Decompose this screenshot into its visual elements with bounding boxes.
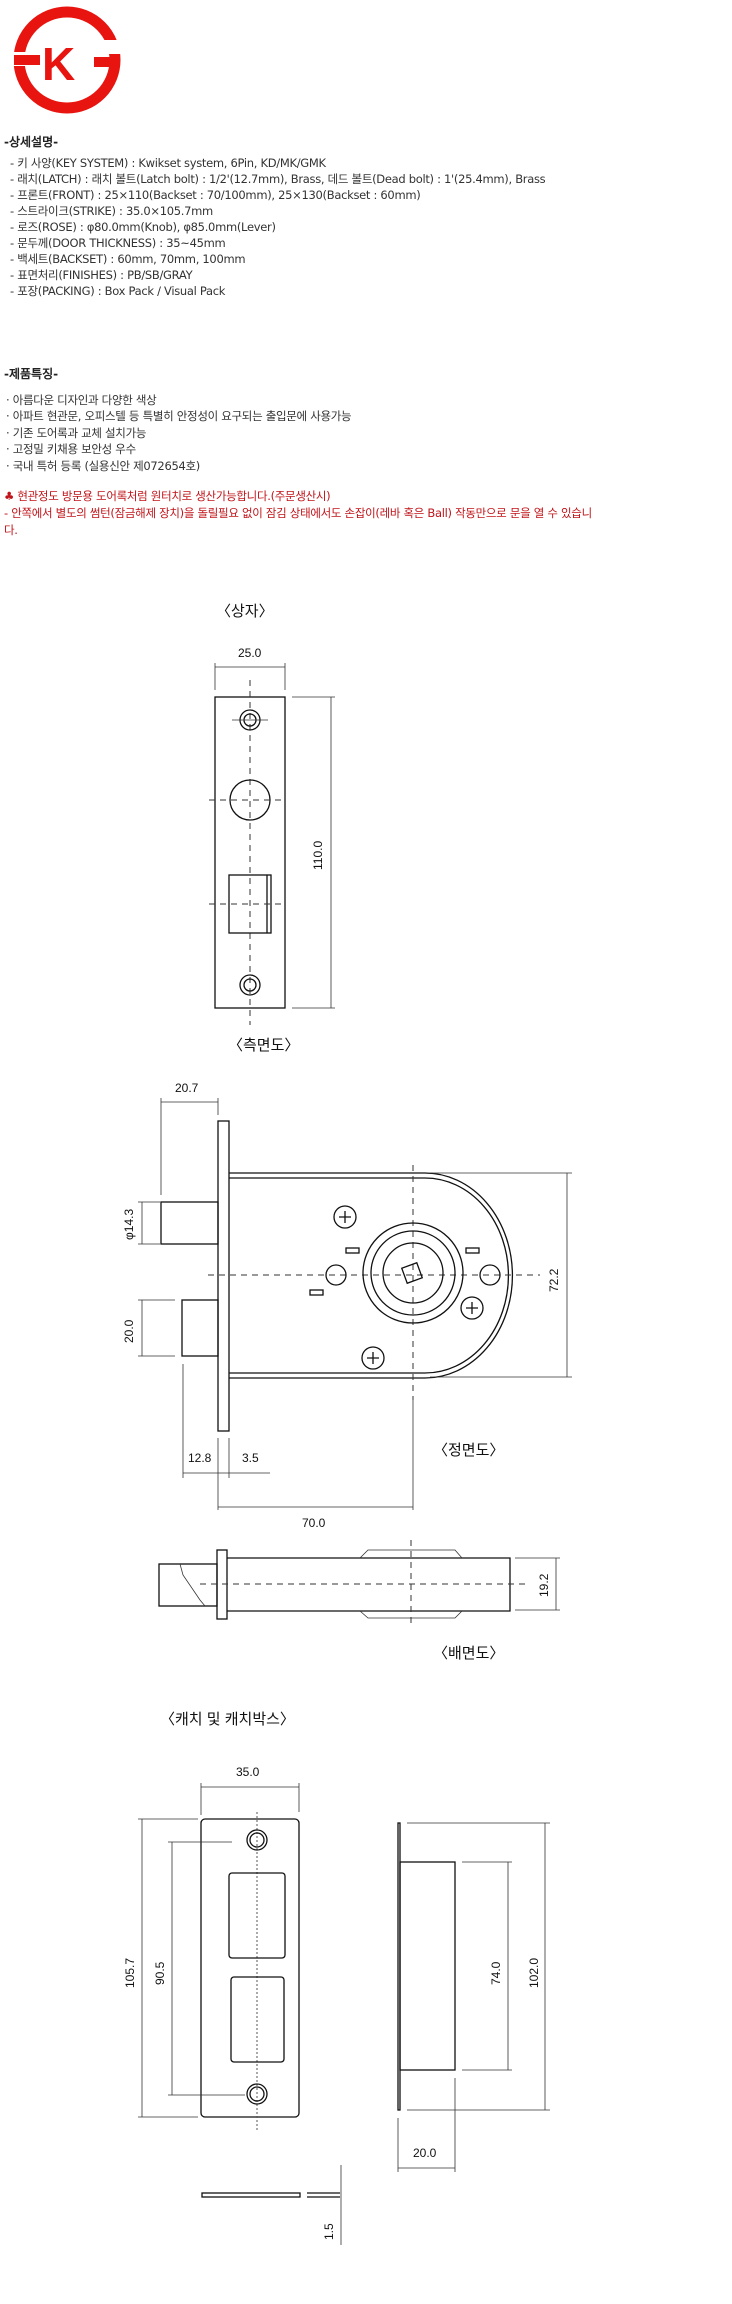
thickness-label: 1.5 [322, 2223, 336, 2240]
side-height-label: 110.0 [311, 841, 325, 870]
body-height-label: 72.2 [547, 1268, 561, 1292]
catch-title: 〈캐치 및 캐치박스〉 [160, 1711, 295, 1728]
latch-diameter-label: φ14.3 [122, 1209, 136, 1240]
hole-pitch-label: 90.5 [153, 1961, 167, 1985]
spec-item: - 프론트(FRONT) : 25×110(Backset : 70/100mm… [10, 188, 421, 202]
specs-heading: -상세설명- [4, 135, 59, 149]
box-total-label: 102.0 [527, 1958, 541, 1988]
feature-item: · 국내 특허 등록 (실용신안 제072654호) [6, 459, 200, 473]
catch-width-label: 35.0 [236, 1765, 260, 1779]
screw-icon [333, 1205, 484, 1370]
feature-item: · 기존 도어록과 교체 설치가능 [6, 426, 147, 440]
strike-height-label: 105.7 [123, 1958, 137, 1988]
back-view-drawing: 19.2 〈배면도〉 [158, 1540, 560, 1662]
spec-item: - 표면처리(FINISHES) : PB/SB/GRAY [10, 268, 193, 282]
bolt-projection-label: 20.7 [175, 1081, 199, 1095]
deadbolt-height-label: 20.0 [122, 1319, 136, 1343]
side-view-drawing: 〈상자〉 25.0 110.0 〈측면도〉 [209, 603, 335, 1054]
notice-line-1: ♣ 현관정도 방문용 도어록처럼 원터치로 생산가능합니다.(주문생산시) [4, 489, 331, 503]
spec-item: - 키 사양(KEY SYSTEM) : Kwikset system, 6Pi… [10, 156, 326, 170]
spec-item: - 문두께(DOOR THICKNESS) : 35~45mm [10, 236, 226, 250]
svg-text:K: K [42, 38, 75, 90]
notice-line-2: - 안쪽에서 별도의 썸턴(잠금해제 장치)을 돌릴필요 없이 잠김 상태에서도… [4, 506, 592, 520]
dim-12-8-label: 12.8 [188, 1451, 212, 1465]
box-height-label: 74.0 [489, 1961, 503, 1985]
feature-item: · 아파트 현관문, 오피스텔 등 특별히 안정성이 요구되는 출입문에 사용가… [6, 409, 352, 423]
front-view-caption: 〈정면도〉 [433, 1442, 504, 1459]
kg-logo: K [12, 6, 125, 114]
back-view-caption: 〈배면도〉 [433, 1645, 504, 1662]
spec-item: - 백세트(BACKSET) : 60mm, 70mm, 100mm [10, 252, 246, 266]
feature-item: · 고정밀 키채용 보안성 우수 [6, 442, 136, 456]
feature-item: · 아름다운 디자인과 다양한 색상 [6, 393, 157, 407]
front-view-drawing: 20.7 φ14.3 20.0 72.2 12.8 [122, 1081, 572, 1530]
back-height-label: 19.2 [537, 1573, 551, 1597]
box-depth-label: 20.0 [413, 2146, 437, 2160]
backset-label: 70.0 [302, 1516, 326, 1530]
side-view-title: 〈상자〉 [216, 603, 274, 620]
dim-3-5-label: 3.5 [242, 1451, 259, 1465]
spec-item: - 스트라이크(STRIKE) : 35.0×105.7mm [10, 204, 213, 218]
spec-item: - 포장(PACKING) : Box Pack / Visual Pack [10, 284, 226, 298]
notice-line-3: 다. [4, 523, 18, 537]
catch-drawing: 〈캐치 및 캐치박스〉 35.0 90.5 105.7 74.0 102.0 2… [123, 1711, 550, 2245]
side-view-caption: 〈측면도〉 [228, 1037, 299, 1054]
features-heading: -제품특징- [4, 367, 59, 381]
spec-item: - 래치(LATCH) : 래치 볼트(Latch bolt) : 1/2'(1… [10, 172, 546, 186]
side-width-label: 25.0 [238, 646, 262, 660]
spec-item: - 로즈(ROSE) : φ80.0mm(Knob), φ85.0mm(Leve… [10, 220, 276, 234]
